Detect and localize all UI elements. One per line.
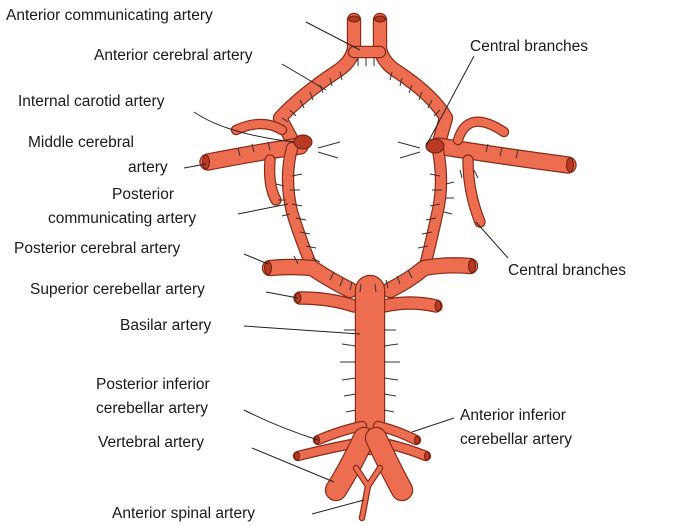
vessel-fill (458, 122, 504, 140)
middle-cerebral-left-end (203, 155, 210, 169)
aica-right-end (415, 436, 420, 444)
anterior-cerebral-left-end (349, 16, 360, 22)
twigs-basilar-right (384, 330, 400, 412)
posterior-cerebral-right-end (469, 260, 476, 273)
pica-right-end (425, 452, 430, 460)
leader-central-branches-right (476, 222, 508, 258)
label-middle-cerebral-line1: Middle cerebral (28, 134, 134, 151)
posterior-cerebral-artery-right (390, 265, 470, 290)
vessel-cut-ends (203, 16, 574, 460)
leader-aica (412, 418, 454, 432)
vessel-fill (468, 160, 480, 222)
anterior-cerebral-artery-left (280, 20, 354, 140)
vessel-fill (270, 267, 350, 290)
vessel-fill (384, 303, 436, 306)
label-central-branches-right: Central branches (508, 262, 626, 279)
vessel-fill (390, 265, 470, 290)
label-aica-line2: cerebellar artery (460, 431, 572, 448)
vessel-fill (356, 468, 380, 518)
label-central-branches-top: Central branches (470, 38, 588, 55)
label-aica-line1: Anterior inferior (460, 407, 566, 424)
twigs-acom (358, 58, 374, 66)
leader-posterior-communicating (238, 204, 288, 214)
middle-cerebral-right-end (567, 158, 574, 172)
label-basilar-artery: Basilar artery (120, 317, 212, 334)
label-posterior-cerebral-artery: Posterior cerebral artery (14, 240, 181, 257)
leader-pica (244, 410, 318, 440)
internal-carotid-left-end (294, 135, 312, 149)
posterior-cerebral-artery-left (270, 267, 350, 290)
label-superior-cerebellar-artery: Superior cerebellar artery (30, 281, 205, 298)
superior-cerebellar-right-end (435, 301, 441, 311)
label-posterior-communicating-line1: Posterior (112, 186, 174, 203)
label-vertebral-artery: Vertebral artery (98, 434, 204, 451)
pica-left-end (295, 452, 300, 460)
label-anterior-spinal-artery: Anterior spinal artery (112, 505, 255, 522)
middle-cerebral-artery-right (438, 146, 568, 165)
leader-basilar (244, 326, 360, 334)
label-anterior-cerebral-artery: Anterior cerebral artery (94, 47, 253, 64)
twigs-central-top (318, 142, 420, 158)
superior-cerebellar-artery-right (384, 303, 436, 306)
label-posterior-communicating-line2: communicating artery (48, 210, 196, 227)
anterior-spinal-artery (356, 468, 380, 518)
vessel-fill (280, 20, 354, 140)
twigs-basilar-left (340, 330, 356, 412)
anterior-cerebral-right-end (375, 16, 386, 22)
label-middle-cerebral-line2: artery (128, 159, 168, 176)
leader-anterior-spinal (312, 500, 364, 514)
leader-posterior-cerebral (244, 254, 268, 264)
label-pica-line1: Posterior inferior (96, 376, 210, 393)
middle-cerebral-artery-left-lower (270, 160, 276, 200)
vessel-fill (438, 146, 568, 165)
superior-cerebellar-artery-left (300, 298, 354, 306)
leader-superior-cerebellar (266, 292, 298, 298)
label-anterior-communicating-artery: Anterior communicating artery (6, 7, 213, 24)
label-internal-carotid-artery: Internal carotid artery (18, 93, 165, 110)
posterior-communicating-artery-right (426, 150, 441, 262)
middle-cerebral-artery-right-upper (458, 122, 504, 140)
label-pica-line2: cerebellar artery (96, 400, 208, 417)
middle-cerebral-artery-right-lower (468, 160, 480, 222)
middle-cerebral-artery-left-upper (236, 124, 282, 130)
